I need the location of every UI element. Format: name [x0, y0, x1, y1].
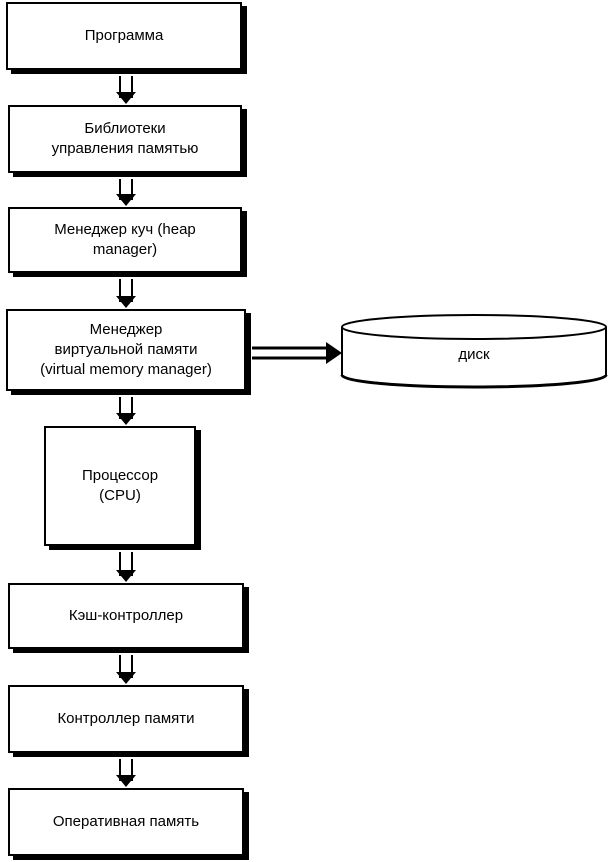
connector-memctrl-to-ram [116, 759, 136, 787]
box-cpu: Процессор (CPU) [44, 426, 196, 546]
box-memory-controller-label: Контроллер памяти [57, 710, 195, 727]
box-cache-controller-label: Кэш-контроллер [68, 607, 184, 624]
box-program: Программа [6, 2, 242, 70]
box-heap-manager: Менеджер куч (heap manager) [8, 207, 242, 273]
box-program-label: Программа [84, 27, 164, 44]
box-virtual-memory-manager-label: Менеджер виртуальной памяти (virtual mem… [40, 321, 212, 378]
disk-label: диск [458, 346, 490, 363]
box-ram: Оперативная память [8, 788, 244, 856]
connector-vmm-to-disk [252, 342, 342, 364]
connector-vmm-to-cpu [116, 397, 136, 425]
box-memory-controller: Контроллер памяти [8, 685, 244, 753]
disk-cylinder [340, 314, 608, 389]
box-ram-label: Оперативная память [52, 813, 200, 830]
connector-libraries-to-heap [116, 179, 136, 206]
box-cpu-label: Процессор (CPU) [81, 467, 159, 504]
connector-program-to-libraries [116, 76, 136, 104]
box-cache-controller: Кэш-контроллер [8, 583, 244, 649]
box-memory-libraries: Библиотеки управления памятью [8, 105, 242, 173]
box-virtual-memory-manager: Менеджер виртуальной памяти (virtual mem… [6, 309, 246, 391]
connector-heap-to-vmm [116, 279, 136, 308]
box-memory-libraries-label: Библиотеки управления памятью [51, 120, 199, 157]
connector-cache-to-memctrl [116, 655, 136, 684]
connector-cpu-to-cache [116, 552, 136, 582]
box-heap-manager-label: Менеджер куч (heap manager) [54, 221, 196, 258]
